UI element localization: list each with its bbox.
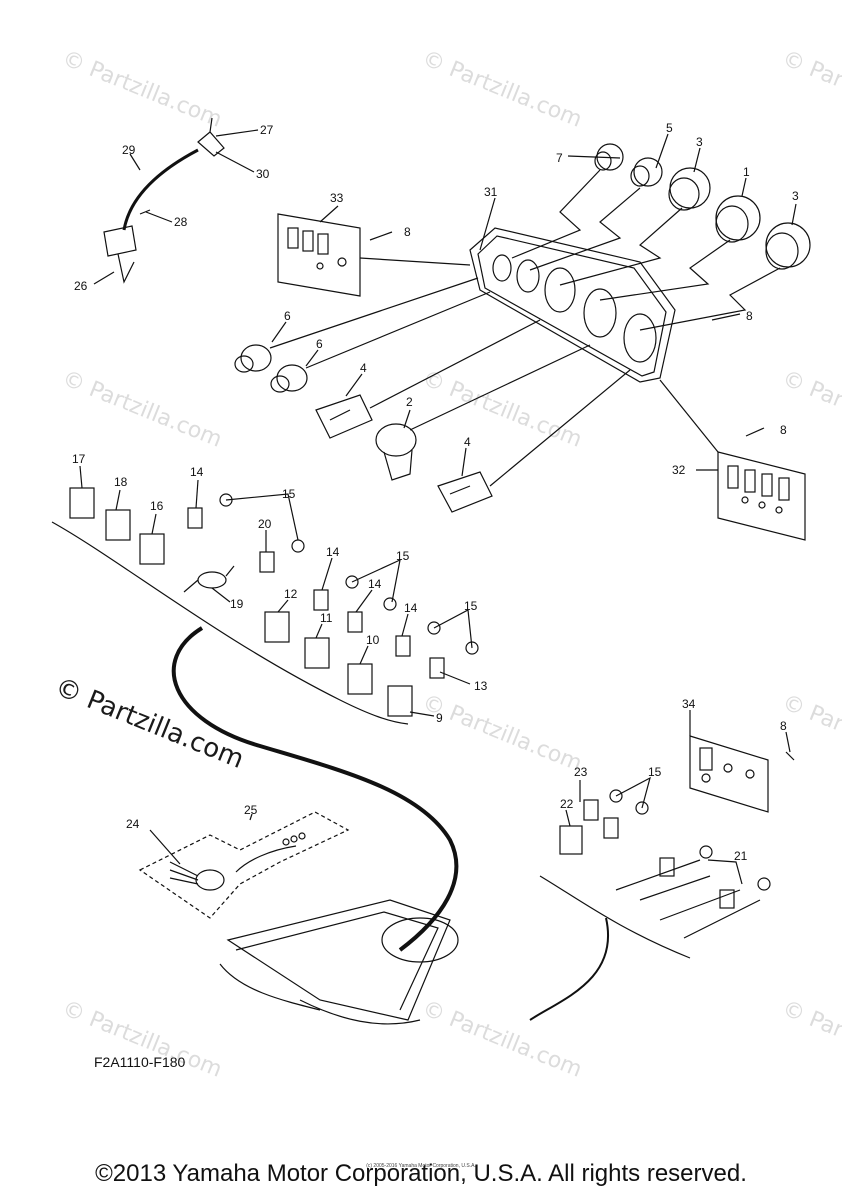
callout-8: 8 xyxy=(404,225,411,239)
exploded-view: 1 2 3 3 4 4 5 6 6 7 8 8 8 8 9 10 11 12 1… xyxy=(51,117,811,1025)
switch-13 xyxy=(429,657,445,679)
switch-11 xyxy=(304,637,330,669)
bracket-4b xyxy=(437,471,493,513)
key-25 xyxy=(235,832,306,873)
callout-21: 21 xyxy=(734,849,748,863)
callout-18: 18 xyxy=(114,475,128,489)
callout-33: 33 xyxy=(330,191,344,205)
switch-17 xyxy=(69,487,95,519)
callout-27: 27 xyxy=(260,123,274,137)
footer-copyright: ©2013 Yamaha Motor Corporation, U.S.A. A… xyxy=(95,1160,747,1187)
callout-15: 15 xyxy=(648,765,662,779)
switch-9 xyxy=(387,685,413,717)
callout-7: 7 xyxy=(556,151,563,165)
callout-11: 11 xyxy=(320,611,333,625)
callout-9: 9 xyxy=(436,711,443,725)
callout-8: 8 xyxy=(780,423,787,437)
tiny-copyright: (c) 2005-2016 Yamaha Motor Corporation, … xyxy=(366,1163,476,1169)
switch-10 xyxy=(347,663,373,695)
harness-21 xyxy=(615,845,771,939)
callout-4: 4 xyxy=(464,435,471,449)
callout-14: 14 xyxy=(190,465,204,479)
callout-22: 22 xyxy=(560,797,574,811)
gauge-5 xyxy=(630,157,663,187)
diagram-code: F2A1110-F180 xyxy=(94,1054,186,1070)
callout-14: 14 xyxy=(326,545,340,559)
callout-14: 14 xyxy=(368,577,382,591)
buzzer-19 xyxy=(183,565,235,593)
callout-5: 5 xyxy=(666,121,673,135)
gauge-3b xyxy=(765,222,811,270)
callout-26: 26 xyxy=(74,279,88,293)
switch-14c xyxy=(347,611,363,633)
callout-6: 6 xyxy=(316,337,323,351)
throttle-cable-29 xyxy=(103,117,225,284)
plate-32 xyxy=(717,451,806,541)
switch-14a xyxy=(187,507,203,529)
switch-12 xyxy=(264,611,290,643)
callout-8: 8 xyxy=(780,719,787,733)
callout-19: 19 xyxy=(230,597,244,611)
gauge-1 xyxy=(715,195,761,243)
gauge-3a xyxy=(668,167,711,211)
meter-6a xyxy=(234,344,272,373)
meter-6b xyxy=(270,364,308,393)
plate-34 xyxy=(689,735,769,813)
bracket-2 xyxy=(375,423,417,481)
switch-14d xyxy=(395,635,411,657)
callout-10: 10 xyxy=(366,633,380,647)
callout-29: 29 xyxy=(122,143,136,157)
callout-15: 15 xyxy=(282,487,296,501)
callout-30: 30 xyxy=(256,167,270,181)
switch-14b xyxy=(313,589,329,611)
callout-15: 15 xyxy=(464,599,478,613)
callout-28: 28 xyxy=(174,215,188,229)
switch-23 xyxy=(583,799,599,821)
plate-33 xyxy=(277,213,361,297)
callout-31: 31 xyxy=(484,185,498,199)
instrument-panel-housing xyxy=(469,227,676,383)
callout-3: 3 xyxy=(696,135,703,149)
callout-14: 14 xyxy=(404,601,418,615)
callout-16: 16 xyxy=(150,499,164,513)
switch-20 xyxy=(259,551,275,573)
switch-22 xyxy=(559,825,583,855)
callout-32: 32 xyxy=(672,463,686,477)
switch-16 xyxy=(139,533,165,565)
callout-20: 20 xyxy=(258,517,272,531)
key-switch-24 xyxy=(169,861,225,891)
boat-console xyxy=(219,899,459,1025)
callout-1: 1 xyxy=(743,165,750,179)
callout-6: 6 xyxy=(284,309,291,323)
callout-25: 25 xyxy=(244,803,258,817)
callout-2: 2 xyxy=(406,395,413,409)
callout-34: 34 xyxy=(682,697,696,711)
callout-labels: 1 2 3 3 4 4 5 6 6 7 8 8 8 8 9 10 11 12 1… xyxy=(72,121,799,863)
callout-4: 4 xyxy=(360,361,367,375)
callout-17: 17 xyxy=(72,452,86,466)
callout-8: 8 xyxy=(746,309,753,323)
bracket-4a xyxy=(315,394,373,439)
callout-13: 13 xyxy=(474,679,488,693)
switch-18 xyxy=(105,509,131,541)
callout-23: 23 xyxy=(574,765,588,779)
callout-24: 24 xyxy=(126,817,140,831)
callout-3: 3 xyxy=(792,189,799,203)
callout-12: 12 xyxy=(284,587,298,601)
callout-15: 15 xyxy=(396,549,410,563)
